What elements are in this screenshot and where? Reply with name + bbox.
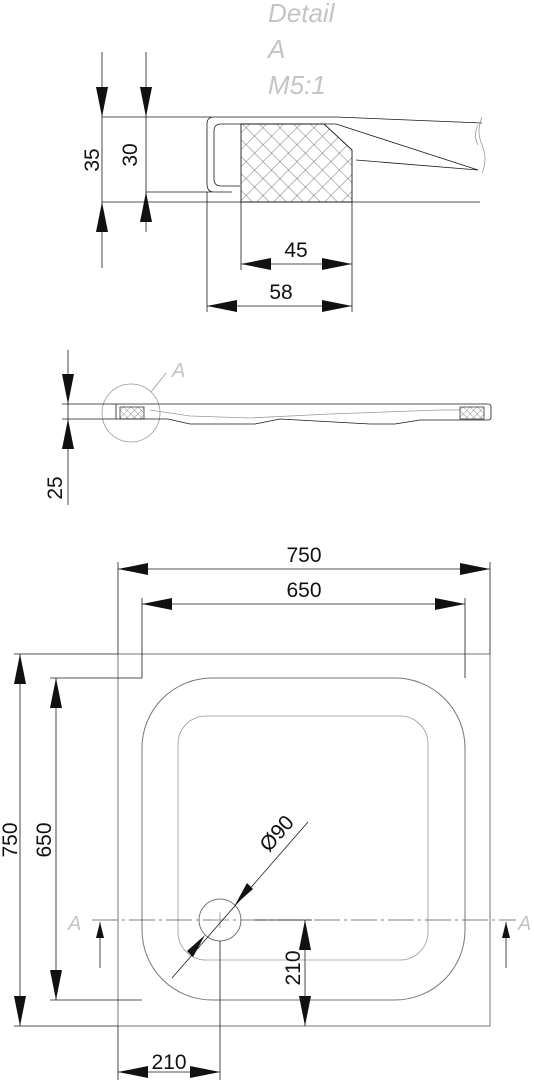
dim-outer-depth: 750 — [0, 822, 22, 857]
detail-a-view: Detail A M5:1 35 30 45 — [81, 0, 486, 312]
dim-drain-diameter: Ø90 — [255, 811, 298, 856]
dim-drain-offset-y: 210 — [282, 950, 305, 985]
dim-detail-35: 35 — [81, 148, 104, 171]
dim-inner-depth: 650 — [33, 822, 56, 857]
dim-detail-58: 58 — [269, 281, 292, 304]
tray-floor-outline — [177, 715, 429, 961]
tray-outer-outline — [117, 653, 491, 1027]
detail-a-circle — [101, 383, 161, 443]
dim-detail-30: 30 — [119, 143, 142, 166]
dim-inner-width: 650 — [286, 579, 321, 602]
section-line-left-label: A — [67, 913, 81, 935]
dim-outer-width: 750 — [286, 544, 321, 567]
seal-hatch — [240, 123, 353, 203]
section-view: A 25 — [44, 350, 492, 505]
detail-title: Detail — [268, 0, 336, 28]
dim-tray-height: 25 — [44, 476, 67, 499]
plan-view: 750 650 750 650 A A Ø90 — [0, 544, 531, 1080]
dim-detail-45: 45 — [284, 239, 307, 262]
section-line-right-label: A — [517, 913, 531, 935]
detail-label: A — [266, 34, 285, 64]
detail-scale: M5:1 — [268, 70, 326, 100]
section-marker-label: A — [171, 360, 185, 382]
dim-drain-offset-x: 210 — [151, 1051, 186, 1074]
